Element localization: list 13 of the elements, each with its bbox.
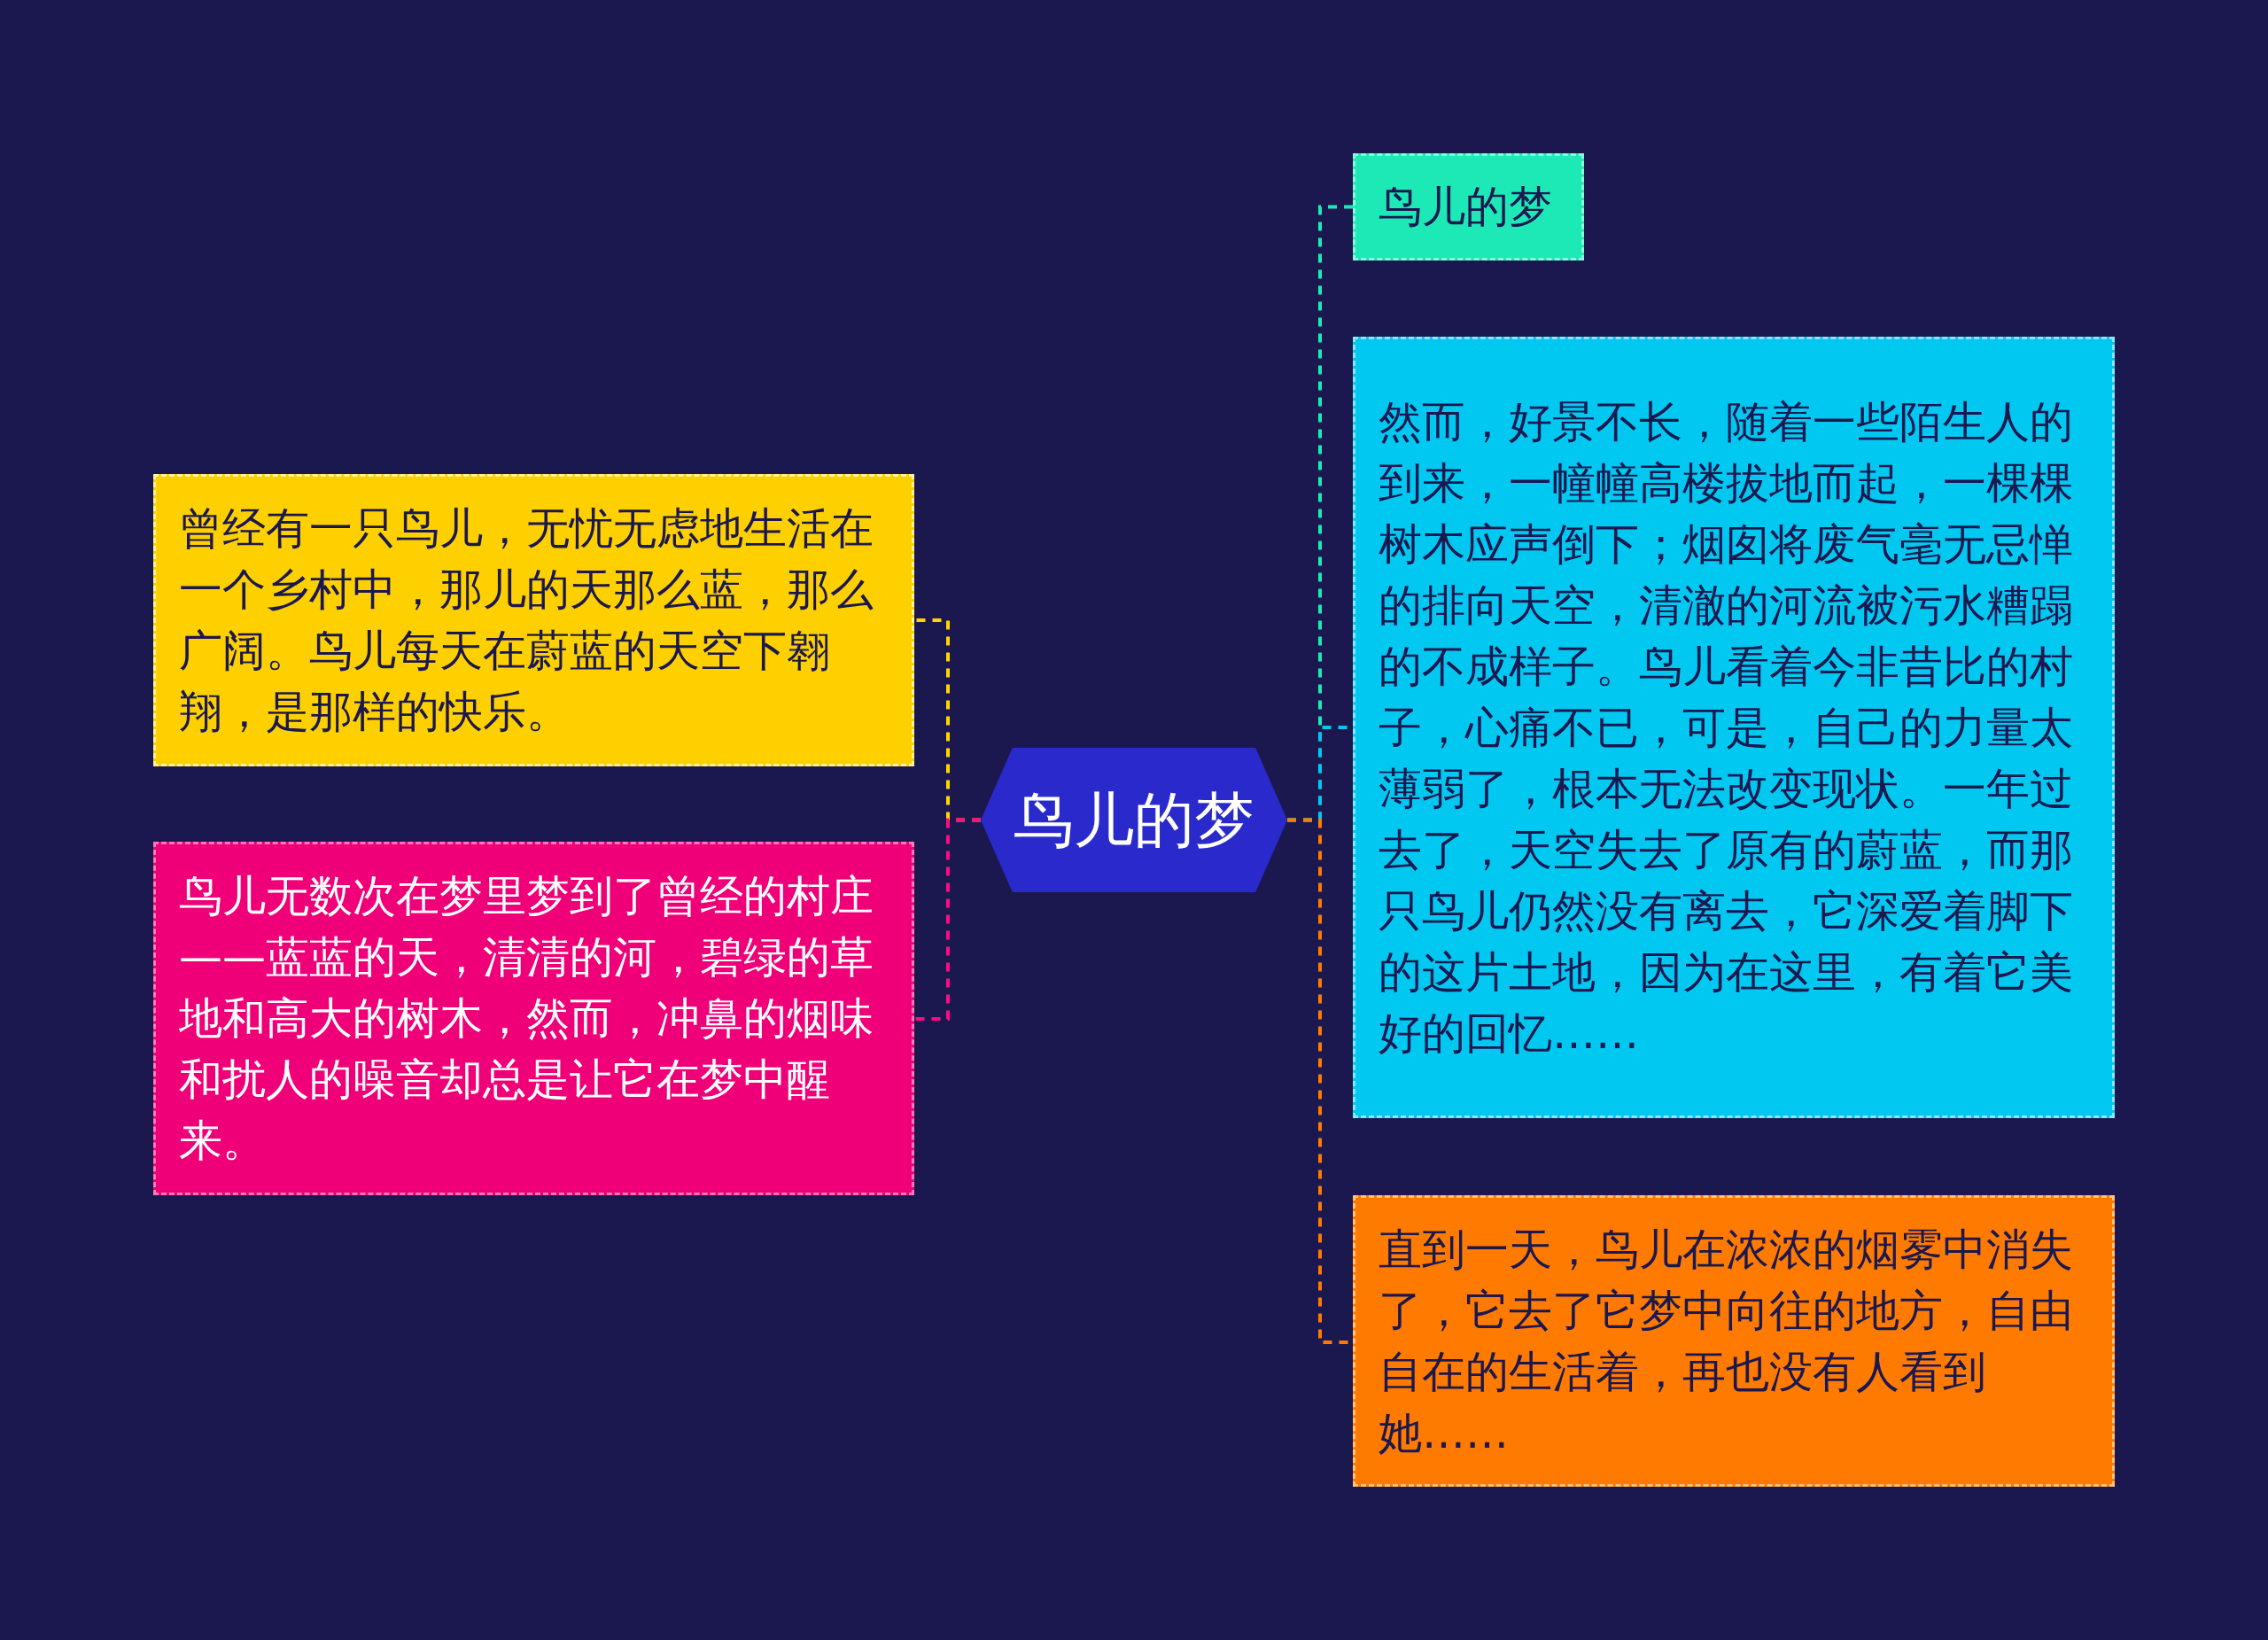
topic-text: 鸟儿的梦 <box>1379 181 1552 234</box>
topic-text: 然而，好景不长，随着一些陌生人的到来，一幢幢高楼拔地而起，一棵棵树木应声倒下；烟囱将废气毫无忌惮的排向天空，清澈的河流被污水糟蹋的不成样子。鸟儿看着今非昔比的村子，心痛不已，可是，自己的力量太薄弱了，根本无法改变现状。一年过去了，天空失去了原有的蔚蓝，而那只鸟儿仍然没有离去，它深爱着脚下的这片土地，因为在这里，有着它美好的回忆…… <box>1379 395 2074 1061</box>
topic-text: 直到一天，鸟儿在浓浓的烟雾中消失了，它去了它梦中向往的地方，自由自在的生活着，再也没有人看到她…… <box>1379 1223 2074 1460</box>
topic-box <box>153 474 914 766</box>
central-topic-hexagon <box>981 748 1287 892</box>
topic-text: 曾经有一只鸟儿，无忧无虑地生活在一个乡村中，那儿的天那么蓝，那么广阔。鸟儿每天在蔚蓝的天空下翱翔，是那样的快乐。 <box>179 502 874 739</box>
topic-box <box>1353 337 2115 1118</box>
topic-box <box>153 842 914 1195</box>
topic-box <box>1353 153 1584 260</box>
connector-line <box>914 818 981 1021</box>
topic-box <box>1353 1195 2115 1487</box>
topic-text: 鸟儿的梦 <box>1014 789 1254 851</box>
topic-text: 鸟儿无数次在梦里梦到了曾经的村庄——蓝蓝的天，清清的河，碧绿的草地和高大的树木，然而，冲鼻的烟味和扰人的噪音却总是让它在梦中醒来。 <box>179 870 874 1168</box>
